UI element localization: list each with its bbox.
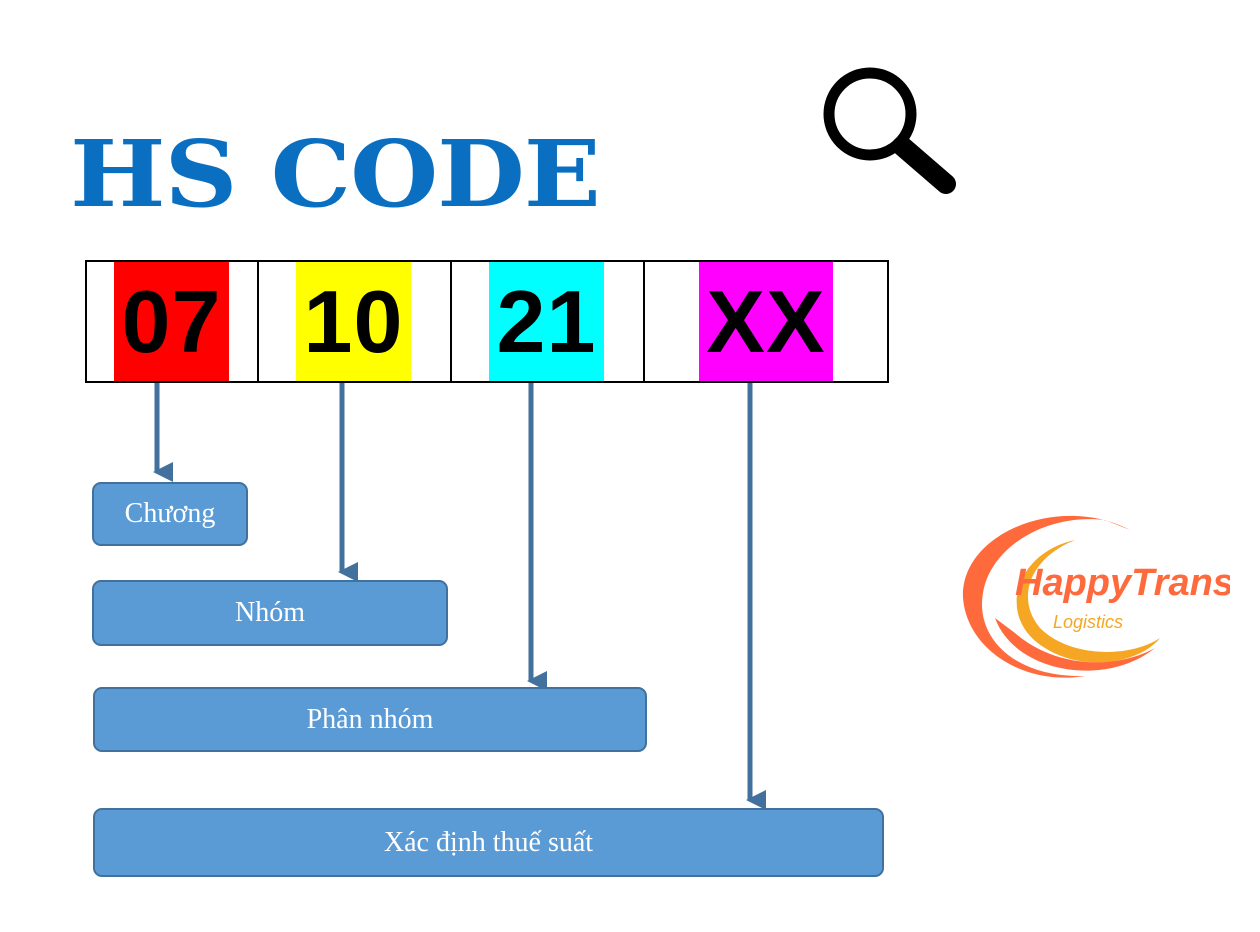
box-chuong: Chương [92,482,248,546]
code-heading: 10 [296,262,411,381]
logo-name-happy: Happy [1015,562,1133,604]
box-thue-suat: Xác định thuế suất [93,808,884,877]
box-phan-nhom: Phân nhóm [93,687,647,752]
code-cell-heading: 10 [259,262,452,381]
code-cell-tariff: XX [645,262,887,381]
logo-tagline: Logistics [1053,612,1123,632]
code-chapter: 07 [114,262,229,381]
magnifier-icon [823,67,956,194]
code-cell-subheading: 21 [452,262,645,381]
hs-code-title: HS CODE [70,120,601,228]
code-subheading: 21 [489,262,604,381]
logo-name-trans: Trans [1131,562,1230,604]
box-nhom: Nhóm [92,580,448,646]
code-tariff: XX [699,262,833,381]
svg-text:HappyTrans: HappyTrans [1015,562,1230,604]
code-cell-chapter: 07 [87,262,259,381]
happytrans-logo: HappyTrans Logistics [962,515,1230,678]
hs-code-table: 07 10 21 XX [85,260,889,383]
